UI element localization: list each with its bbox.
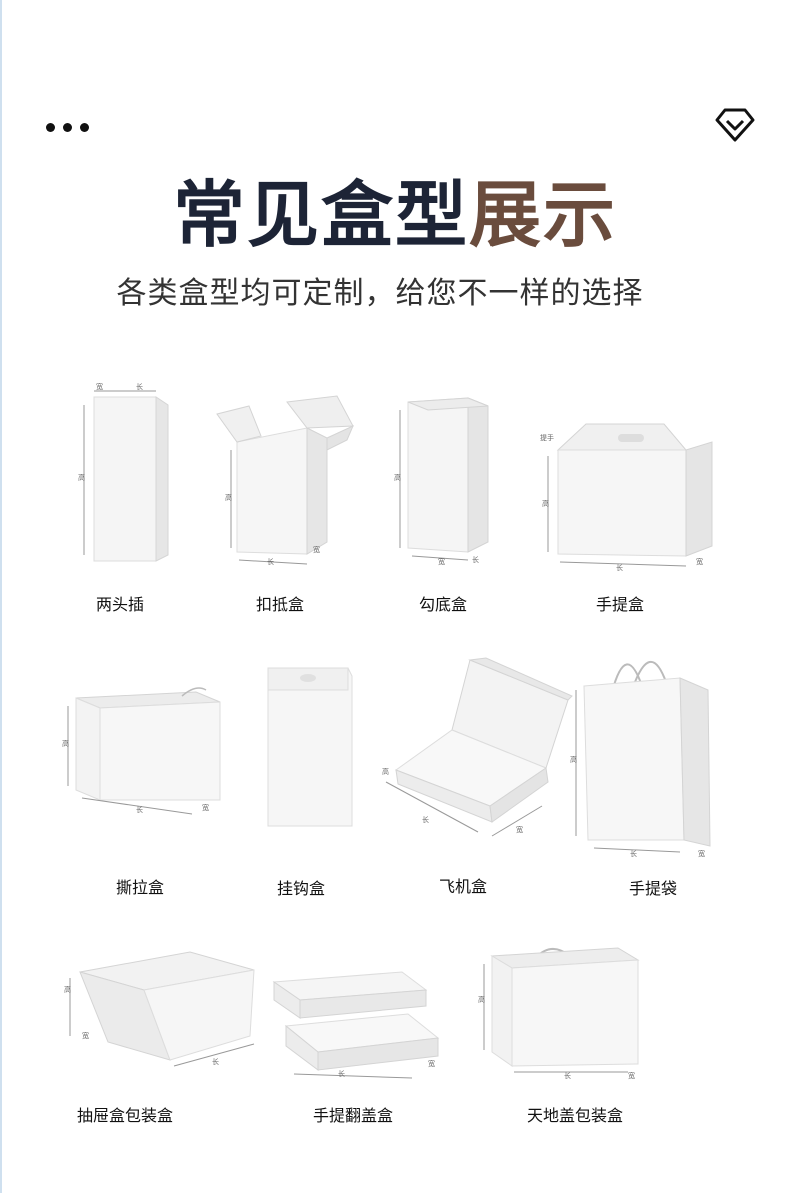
width-mark: 宽 <box>628 1071 635 1080</box>
box-tuck-lock: 高 长 宽 <box>215 392 355 567</box>
height-mark: 高 <box>394 473 401 482</box>
lid-base-illustration: 高 长 宽 <box>478 947 640 1080</box>
box-lid-base: 高 长 宽 <box>478 940 646 1080</box>
tear-strip-illustration: 高 长 宽 <box>62 687 221 815</box>
height-mark: 高 <box>542 499 549 508</box>
box-drawer: 高 宽 长 <box>62 948 262 1068</box>
flip-lid-illustration: 长 宽 <box>272 971 440 1079</box>
more-dots-icon[interactable] <box>46 123 89 132</box>
page-title: 常见盒型展示 <box>0 170 790 260</box>
box-label: 手提袋 <box>628 879 677 898</box>
length-mark: 长 <box>472 555 479 564</box>
length-mark: 长 <box>338 1069 345 1078</box>
width-mark: 宽 <box>438 557 445 566</box>
box-label: 两头插 <box>95 595 144 614</box>
height-mark: 高 <box>478 995 485 1004</box>
dot <box>63 123 72 132</box>
dot <box>80 123 89 132</box>
handle-case-illustration: 提手 高 长 宽 <box>540 423 713 572</box>
length-mark: 长 <box>136 382 143 391</box>
tuck-lock-illustration: 高 长 宽 <box>216 395 354 566</box>
box-paper-bag: 高 长 宽 <box>570 646 720 858</box>
mailer-illustration: 长 宽 高 <box>382 657 573 837</box>
width-mark: 宽 <box>516 825 523 834</box>
box-flip-lid: 长 宽 <box>268 966 454 1080</box>
length-mark: 长 <box>267 557 274 566</box>
height-mark: 高 <box>62 739 69 748</box>
paper-bag-illustration: 高 长 宽 <box>570 660 711 858</box>
box-label: 撕拉盒 <box>115 878 164 897</box>
length-mark: 长 <box>422 815 429 824</box>
title-accent-part: 展示 <box>469 173 618 257</box>
length-mark: 长 <box>212 1057 219 1066</box>
hang-tab-illustration <box>267 667 353 827</box>
box-label: 飞机盒 <box>438 877 487 896</box>
height-mark: 高 <box>382 767 389 776</box>
box-handle-case: 提手 高 长 宽 <box>536 420 726 575</box>
box-label: 抽屉盒包装盒 <box>76 1106 173 1125</box>
width-mark: 宽 <box>96 382 103 391</box>
length-mark: 长 <box>136 805 143 814</box>
page-subtitle: 各类盒型均可定制，给您不一样的选择 <box>116 276 644 311</box>
width-mark: 宽 <box>82 1031 89 1040</box>
height-mark: 高 <box>78 473 85 482</box>
length-mark: 长 <box>616 563 623 572</box>
lock-bottom-illustration: 高 宽 长 <box>394 397 489 566</box>
length-mark: 长 <box>630 849 637 858</box>
width-mark: 宽 <box>428 1059 435 1068</box>
width-mark: 宽 <box>696 557 703 566</box>
box-label: 手提翻盖盒 <box>312 1106 393 1125</box>
drawer-illustration: 高 宽 长 <box>64 951 255 1067</box>
height-mark: 高 <box>225 493 232 502</box>
length-mark: 长 <box>564 1071 571 1080</box>
left-border <box>0 0 2 1193</box>
dot <box>46 123 55 132</box>
title-dark-part: 常见盒型 <box>172 173 469 257</box>
width-mark: 宽 <box>313 545 320 554</box>
box-label: 挂钩盒 <box>276 879 325 898</box>
diamond-icon <box>715 108 755 142</box>
width-mark: 宽 <box>698 849 705 858</box>
box-label: 扣抵盒 <box>255 595 304 614</box>
width-mark: 宽 <box>202 803 209 812</box>
height-mark: 高 <box>64 985 71 994</box>
box-hang-tab <box>262 664 358 834</box>
box-label: 天地盖包装盒 <box>526 1106 623 1125</box>
box-label: 手提盒 <box>595 595 644 614</box>
box-mailer: 长 宽 高 <box>382 656 573 846</box>
box-label: 勾底盒 <box>418 595 467 614</box>
box-two-end-tuck: 高 宽 长 <box>70 382 190 575</box>
two-end-tuck-illustration: 高 宽 长 <box>78 382 169 562</box>
height-mark: 高 <box>570 755 577 764</box>
handle-mark: 提手 <box>540 433 554 442</box>
box-tear-strip: 高 长 宽 <box>62 682 232 822</box>
box-lock-bottom: 高 宽 长 <box>388 392 498 567</box>
